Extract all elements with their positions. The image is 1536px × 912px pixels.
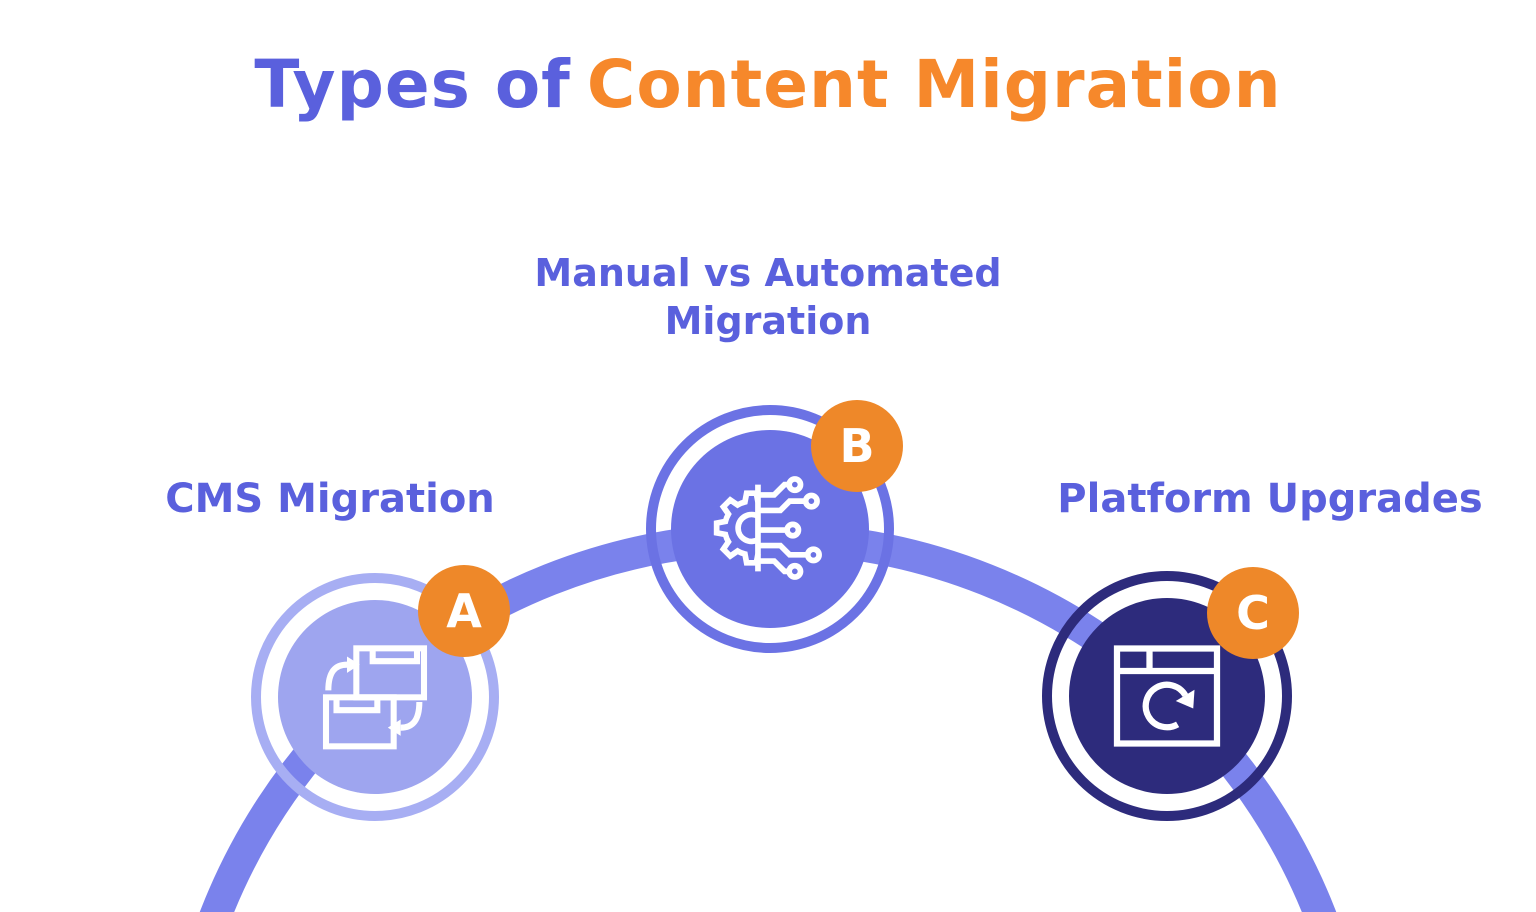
gear-circuit-icon [713, 476, 822, 580]
badge-b-letter: B [839, 419, 875, 473]
node-c-ring [1042, 571, 1292, 821]
node-a [251, 573, 499, 821]
badge-a: A [418, 565, 510, 657]
badge-b: B [811, 400, 903, 492]
node-c [1042, 571, 1292, 821]
page-title-accent: Content Migration [586, 46, 1282, 123]
badge-a-letter: A [446, 584, 482, 638]
node-a-ring [251, 573, 499, 821]
folder-transfer-icon [322, 645, 428, 750]
node-b-label: Manual vs Automated Migration [534, 251, 1002, 343]
node-b [646, 405, 894, 653]
node-c-label: Platform Upgrades [1057, 476, 1483, 522]
page-title-primary: Types of [254, 46, 571, 123]
node-a-label: CMS Migration [165, 476, 495, 522]
badge-c-letter: C [1236, 586, 1270, 640]
badge-c: C [1207, 567, 1299, 659]
node-b-ring [646, 405, 894, 653]
browser-refresh-icon [1113, 645, 1221, 747]
